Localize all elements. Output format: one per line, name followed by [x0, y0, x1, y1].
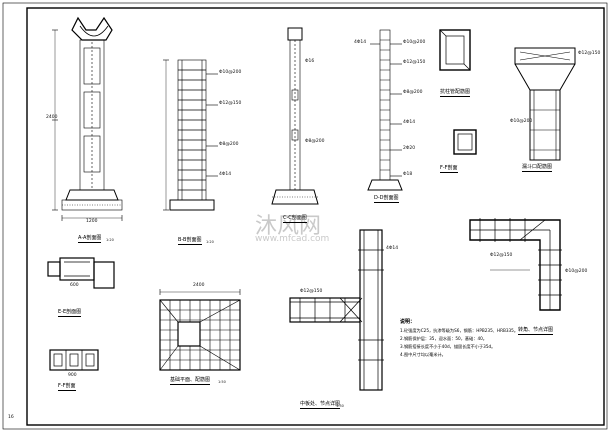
note-1: 1.砼强度为C25，抗渗等级为S6，钢筋：HPB235、HRB335。 — [400, 328, 519, 333]
label-dd-left: 4Φ14 — [354, 40, 367, 45]
hopper-detail — [514, 47, 576, 161]
title-section-aa: A-A剖面图 — [78, 235, 102, 243]
label-dd-4: 4Φ14 — [403, 120, 416, 125]
design-notes: 说明： 1.砼强度为C25，抗渗等级为S6，钢筋：HPB235、HRB335。 … — [400, 318, 530, 359]
watermark-url: www.mfcad.com — [255, 234, 330, 244]
column-cc-elevation — [271, 27, 319, 205]
title-section-dd: D-D剖面图 — [374, 195, 399, 203]
page-number: 16 — [8, 415, 14, 420]
label-hopper-1: Φ12@150 — [578, 51, 601, 56]
label-ee-1: 600 — [70, 283, 79, 288]
label-corner-2: Φ10@200 — [565, 269, 588, 274]
column-pipe-small-section — [453, 129, 477, 155]
label-ff-1: 900 — [68, 373, 77, 378]
label-bb-1: Φ10@200 — [219, 70, 242, 75]
label-cc-2: Φ8@200 — [305, 139, 325, 144]
scale-aa: 1:20 — [106, 238, 114, 242]
label-dd-2: Φ12@150 — [403, 60, 426, 65]
label-dd-1: Φ10@200 — [403, 40, 426, 45]
title-corner-section: 转角、节点详图 — [518, 327, 554, 335]
label-bb-4: 4Φ14 — [219, 172, 232, 177]
title-pipe-section: 抗柱管配筋图 — [440, 89, 471, 97]
label-bb-3: Φ8@200 — [219, 142, 239, 147]
inner-frame — [26, 7, 605, 426]
column-bb-elevation — [163, 59, 218, 211]
label-dd-5: 2Φ20 — [403, 146, 416, 151]
title-mid-node: 中板处、节点详图 — [300, 401, 341, 409]
base-plan — [159, 289, 241, 371]
scale-base-plan: 1:50 — [218, 380, 226, 384]
title-base-plan: 基础平面、配筋图 — [170, 377, 211, 385]
note-4: 4.图中尺寸均以毫米计。 — [400, 352, 446, 357]
label-cc-1: Φ16 — [305, 59, 315, 64]
column-aa-elevation — [52, 16, 123, 221]
label-dd-6: Φ18 — [403, 172, 413, 177]
title-section-cc: C-C剖面图 — [283, 215, 307, 223]
pipe-section — [439, 29, 471, 71]
scale-bb: 1:20 — [206, 240, 214, 244]
section-ff — [49, 349, 99, 371]
section-ee — [47, 257, 115, 289]
note-3: 3.钢筋搭接长度不小于40d，锚固长度不小于35d。 — [400, 344, 496, 349]
notes-title: 说明： — [400, 319, 416, 325]
label-base-width: 2400 — [193, 283, 205, 288]
label-corner-1: Φ12@150 — [490, 253, 513, 258]
label-bb-2: Φ12@150 — [219, 101, 242, 106]
label-mid-2: Φ12@150 — [300, 289, 323, 294]
scale-mid-node: 1:30 — [336, 404, 344, 408]
column-dd-elevation — [367, 29, 403, 191]
title-section-bb: B-B剖面图 — [178, 237, 202, 245]
label-mid-1: 4Φ14 — [386, 246, 399, 251]
mid-node-detail — [289, 229, 384, 391]
title-section-ff: F-F剖面 — [58, 383, 76, 391]
label-hopper-2: Φ10@200 — [510, 119, 533, 124]
label-aa-width: 1200 — [86, 219, 98, 224]
title-hopper-detail: 漏斗口配筋图 — [522, 164, 553, 172]
label-aa-height: 2400 — [46, 115, 58, 120]
watermark-text: 沐风网 — [255, 214, 322, 239]
label-dd-3: Φ8@200 — [403, 90, 423, 95]
title-small-section: F-F剖面 — [440, 165, 458, 173]
note-2: 2.钢筋保护层：35，迎水面：50，基础：40。 — [400, 336, 487, 341]
title-section-ee: E-E剖面图 — [58, 309, 82, 317]
corner-section — [469, 218, 562, 311]
